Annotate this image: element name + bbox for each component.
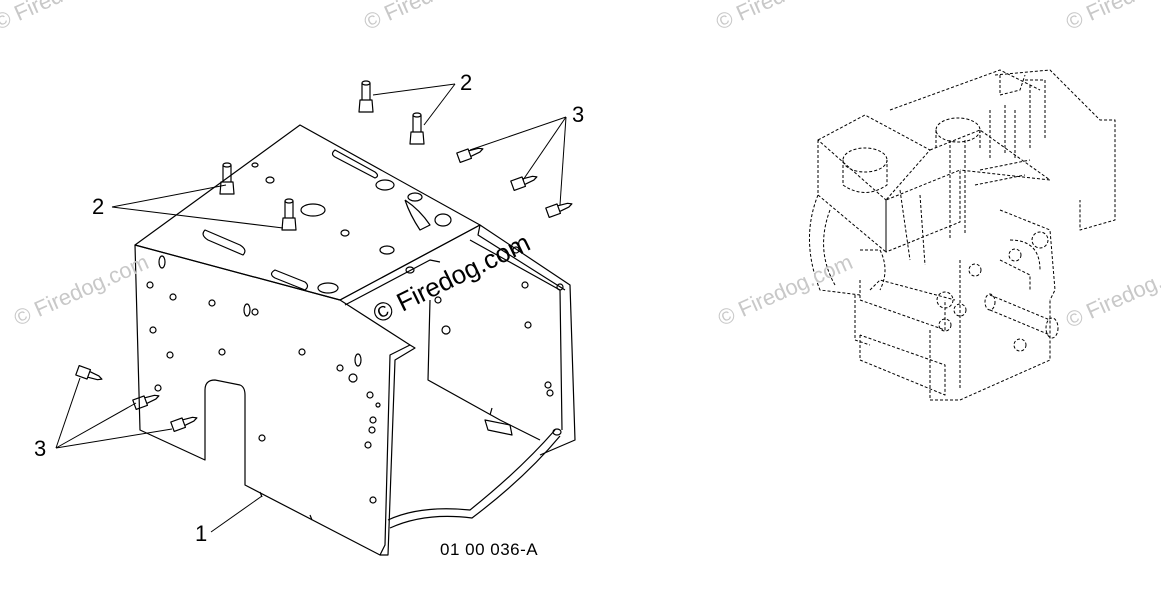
screw xyxy=(510,175,538,192)
engine-outline xyxy=(809,69,1116,401)
screw xyxy=(456,147,484,164)
stud-bolt xyxy=(358,80,374,113)
callout-part-2-left: 2 xyxy=(92,194,105,219)
stud-bolt xyxy=(409,112,425,145)
screw xyxy=(545,202,573,219)
screw xyxy=(132,394,160,411)
callout-part-3-right: 3 xyxy=(572,102,585,127)
leader-lines xyxy=(55,83,567,533)
screw-group xyxy=(75,147,573,433)
screw xyxy=(170,416,198,433)
stud-bolt xyxy=(219,162,235,195)
callout-part-2-top: 2 xyxy=(460,70,473,95)
callout-part-3-left: 3 xyxy=(34,436,47,461)
screw xyxy=(75,364,103,381)
callout-part-1: 1 xyxy=(195,521,208,546)
frame-assembly xyxy=(134,124,576,556)
stud-bolt xyxy=(281,198,297,231)
stud-group xyxy=(219,80,425,231)
drawing-number: 01 00 036-A xyxy=(440,540,539,559)
